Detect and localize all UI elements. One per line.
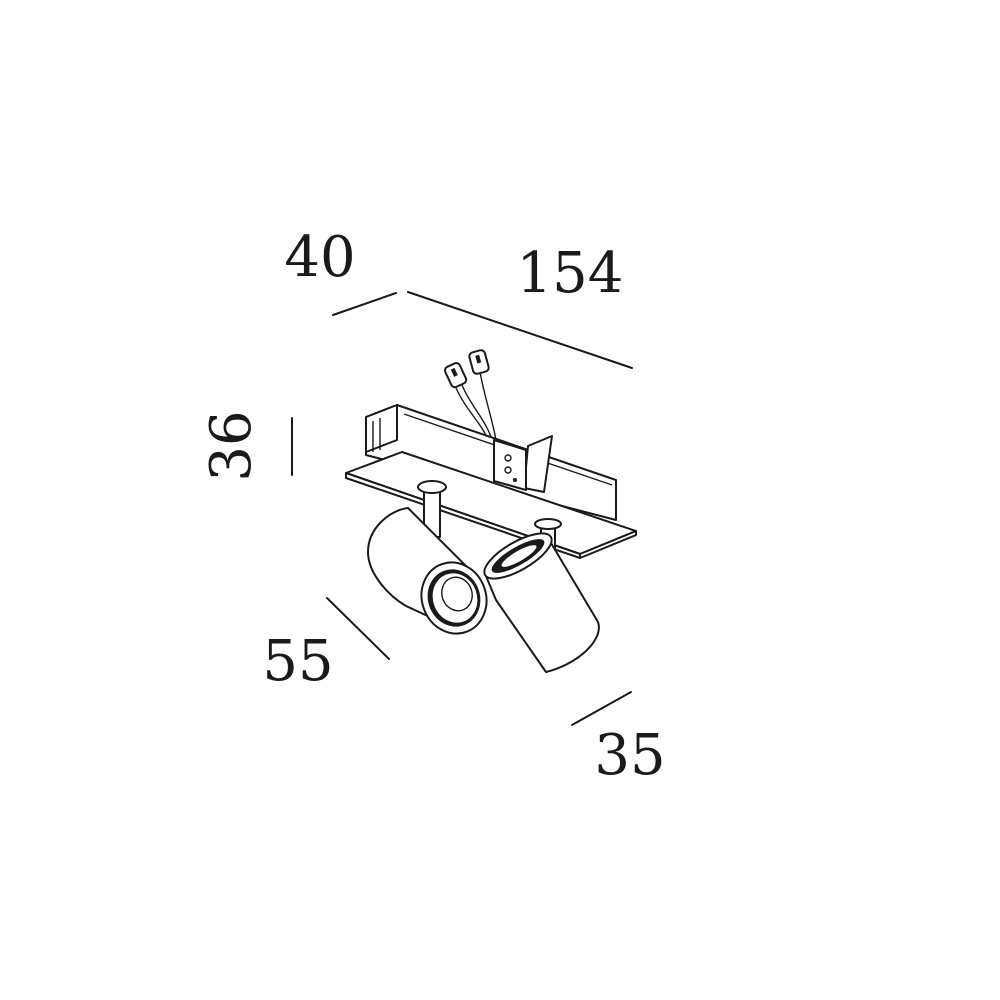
wire-connectors — [443, 349, 497, 441]
luminaire-illustration — [345, 349, 637, 673]
depth-dimension-line — [332, 292, 397, 316]
head-diameter-label: 35 — [594, 723, 665, 788]
height-label: 36 — [199, 410, 264, 481]
projection-label: 55 — [262, 629, 333, 694]
head-diameter-dimension-line — [571, 691, 632, 726]
left-spot-head — [367, 507, 488, 635]
length-label: 154 — [517, 241, 624, 306]
mounting-plate — [345, 451, 637, 559]
housing — [365, 404, 617, 521]
right-spot-head — [483, 532, 600, 673]
depth-label: 40 — [284, 225, 355, 290]
spring-clip — [493, 435, 553, 493]
length-dimension-line — [407, 291, 633, 369]
projection-dimension-line — [326, 597, 390, 660]
